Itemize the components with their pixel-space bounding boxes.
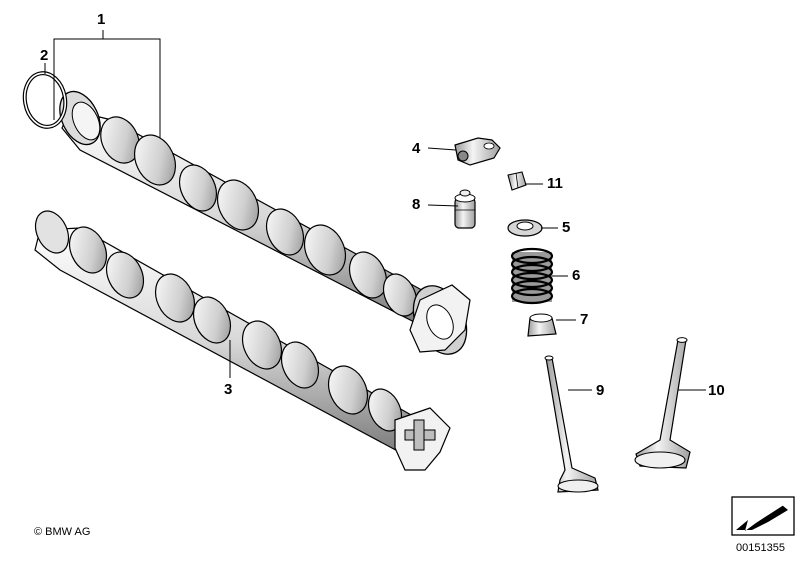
reference-arrow-box: [731, 496, 795, 536]
callout-2: 2: [40, 47, 49, 64]
callout-5: 5: [562, 219, 571, 236]
drive-flange-upper: [409, 284, 471, 355]
camshaft-lower: [34, 210, 451, 471]
leader-4: [427, 147, 457, 151]
spring-retainer: [507, 219, 543, 237]
callout-1: 1: [97, 11, 106, 28]
valve-intake: [544, 355, 599, 493]
callout-8: 8: [412, 196, 421, 213]
callout-10: 10: [708, 382, 725, 399]
callout-4: 4: [412, 140, 421, 157]
seal-ring: [22, 71, 68, 129]
cam-lobes-lower: [68, 226, 403, 432]
callout-7: 7: [580, 311, 589, 328]
hydraulic-lifter: [454, 189, 476, 229]
callout-3: 3: [224, 381, 233, 398]
valve-exhaust: [634, 337, 691, 469]
leader-lines: [44, 30, 706, 391]
callout-6: 6: [572, 267, 581, 284]
drive-flange-lower: [394, 407, 451, 471]
rocker-arm: [454, 137, 501, 166]
callout-9: 9: [596, 382, 605, 399]
valve-stem-seal: [527, 313, 557, 337]
camshaft-upper: [59, 90, 471, 355]
image-number: 00151355: [736, 542, 785, 554]
valve-spring: [510, 247, 554, 305]
cam-lobes-upper: [100, 116, 418, 317]
copyright-text: © BMW AG: [34, 526, 91, 538]
leader-8: [427, 204, 459, 207]
leader-1: [53, 38, 161, 138]
callout-11: 11: [547, 175, 563, 192]
valve-keeper: [507, 171, 527, 191]
